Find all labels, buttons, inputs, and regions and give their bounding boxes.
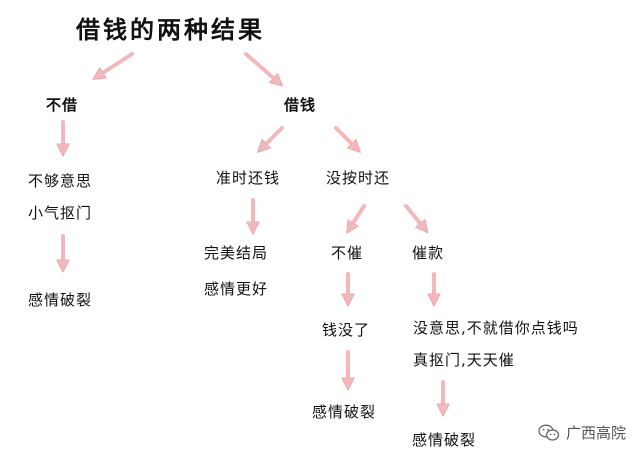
arrow-late-to-no-ask — [350, 204, 366, 228]
node-on-time: 准时还钱 — [216, 169, 281, 187]
node-lend: 借钱 — [284, 96, 317, 114]
node-late-no-ask-result-1: 钱没了 — [322, 321, 371, 339]
watermark: 广西高院 — [538, 422, 626, 443]
arrow-title-to-lend — [244, 52, 278, 82]
node-late-ask-result-1: 没意思,不就借你点钱吗 — [413, 319, 579, 337]
node-no-lend-result-3: 感情破裂 — [28, 291, 93, 309]
arrow-late-to-ask — [404, 204, 424, 228]
arrow-title-to-no-lend — [98, 52, 134, 76]
arrow-lend-to-late — [334, 126, 356, 148]
node-late-ask-result-2: 真抠门,天天催 — [413, 351, 515, 369]
wechat-icon — [538, 424, 560, 441]
arrow-lend-to-on-time — [262, 126, 284, 148]
node-on-time-result-1: 完美结局 — [204, 244, 269, 262]
node-late-ask-result-3: 感情破裂 — [412, 431, 477, 449]
diagram-title: 借钱的两种结果 — [76, 16, 265, 44]
node-late: 没按时还 — [326, 169, 391, 187]
node-on-time-result-2: 感情更好 — [204, 280, 269, 298]
watermark-text: 广西高院 — [565, 424, 626, 442]
node-late-no-ask-result-2: 感情破裂 — [312, 403, 377, 421]
node-no-lend-result-2: 小气抠门 — [28, 204, 93, 222]
node-no-lend: 不借 — [46, 96, 79, 114]
node-late-ask: 催款 — [412, 244, 445, 262]
node-late-no-ask: 不催 — [331, 244, 364, 262]
node-no-lend-result-1: 不够意思 — [28, 172, 93, 190]
